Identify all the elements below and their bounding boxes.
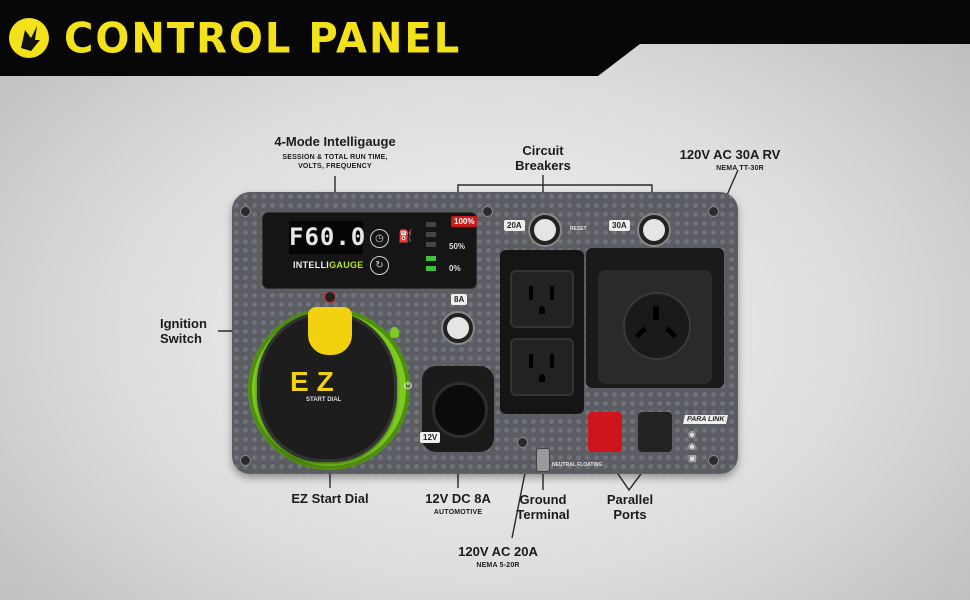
intelligauge-callout-title: 4-Mode Intelligauge: [274, 134, 396, 149]
ignition-callout-line2: Switch: [160, 331, 202, 346]
rv-outlet-30a[interactable]: [598, 270, 712, 384]
load-100-badge: 100%: [451, 216, 478, 227]
oil-can-icon: ⛽: [398, 229, 413, 243]
dc-breaker-button[interactable]: [443, 313, 473, 343]
ground-callout-line2: Terminal: [516, 507, 570, 522]
ground-terminal-post[interactable]: [536, 448, 550, 472]
screw-icon: [708, 455, 719, 466]
lcd-readout: F60.0: [289, 221, 365, 254]
page-title: CONTROL PANEL: [64, 14, 462, 64]
clock-icon: ◷: [370, 229, 389, 248]
intelligauge-logo: INTELLIGAUGE: [293, 260, 364, 270]
parallel-callout-line2: Ports: [613, 507, 647, 522]
screw-icon: [482, 206, 493, 217]
load-bar: [426, 232, 436, 237]
dc-socket: [432, 382, 488, 438]
dc-callout-title: 12V DC 8A: [425, 491, 491, 506]
load-bar: [426, 242, 436, 247]
load-0-label: 0%: [449, 264, 461, 273]
load-50-label: 50%: [449, 242, 466, 251]
rv-callout-title: 120V AC 30A RV: [679, 147, 781, 162]
header-bar: CONTROL PANEL: [0, 0, 970, 76]
paralink-logo: PARA LINK: [683, 415, 729, 424]
paralink-status-icons: ◉◉▣: [688, 429, 697, 463]
dc-breaker-label: 8A: [451, 294, 468, 305]
parallel-callout-line1: Parallel: [606, 492, 654, 507]
screw-icon: [708, 206, 719, 217]
brand-logo-icon: [9, 18, 49, 58]
dc-callout-sub: AUTOMOTIVE: [433, 509, 483, 516]
header-background: [0, 0, 970, 76]
ignition-switch[interactable]: [308, 307, 352, 355]
start-icon: ⏻: [404, 381, 412, 392]
screw-icon: [517, 437, 528, 448]
parallel-port-black[interactable]: [638, 412, 672, 452]
stop-icon: [324, 291, 336, 303]
ac20-callout-title: 120V AC 20A: [458, 544, 538, 559]
ez-dial-logo: EZ: [290, 366, 342, 397]
reset-label: RESET: [570, 226, 587, 232]
ezdial-callout-title: EZ Start Dial: [291, 491, 369, 506]
start-dial-label: START DIAL: [306, 397, 342, 403]
outlet-receptacle[interactable]: [510, 338, 574, 396]
ac20-callout-sub: NEMA 5-20R: [476, 562, 520, 569]
load-bar: [426, 256, 436, 261]
screw-icon: [240, 455, 251, 466]
breaker-20a-label: 20A: [504, 220, 525, 231]
intelligauge-callout-sub2: VOLTS, FREQUENCY: [298, 163, 372, 170]
breaker-30a-label: 30A: [609, 220, 630, 231]
run-icon: [390, 327, 399, 338]
mode-button-icon[interactable]: ↻: [370, 256, 389, 275]
intelligauge-callout-sub1: SESSION & TOTAL RUN TIME,: [282, 154, 388, 161]
load-bar: [426, 266, 436, 271]
breakers-callout-line1: Circuit: [522, 143, 564, 158]
ground-note: NEUTRAL FLOATING: [552, 462, 603, 468]
outlet-receptacle[interactable]: [510, 270, 574, 328]
load-bar: [426, 222, 436, 227]
dc-voltage-label: 12V: [420, 432, 441, 443]
breaker-30a-button[interactable]: [639, 215, 669, 245]
ignition-callout-line1: Ignition: [160, 316, 207, 331]
ground-callout-line1: Ground: [519, 492, 567, 507]
breakers-callout-line2: Breakers: [515, 158, 571, 173]
breaker-20a-button[interactable]: [530, 215, 560, 245]
screw-icon: [240, 206, 251, 217]
rv-callout-sub: NEMA TT-30R: [716, 165, 764, 172]
parallel-port-red[interactable]: [588, 412, 622, 452]
